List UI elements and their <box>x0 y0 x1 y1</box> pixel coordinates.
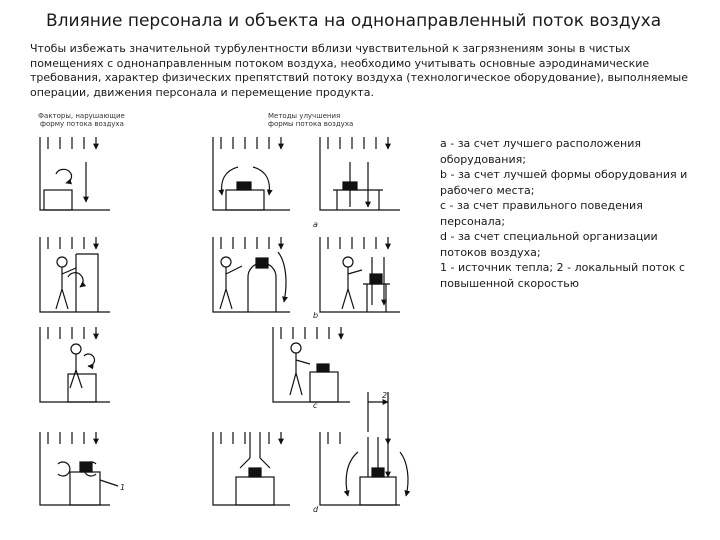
col-right-header-line1: Методы улучшения <box>268 112 340 120</box>
col-right-header-line2: формы потока воздуха <box>268 120 353 128</box>
row-d-left-panel <box>39 432 119 506</box>
legend-line: рабочего места; <box>440 183 535 197</box>
legend: a - за счет лучшего расположения оборудо… <box>440 136 700 291</box>
row-b-center-panel <box>212 237 290 313</box>
col-left-header-line1: Факторы, нарушающие <box>38 112 125 120</box>
legend-line: c - за счет правильного поведения <box>440 199 643 212</box>
intro-paragraph: Чтобы избежать значительной турбулентнос… <box>30 42 688 99</box>
row-d-center-panel <box>212 432 290 506</box>
callout-1: 1 <box>120 483 125 492</box>
row-c-center-panel <box>272 327 350 403</box>
legend-line: a - за счет лучшего расположения <box>440 137 641 150</box>
row-a-right-panel <box>319 137 400 210</box>
airflow-diagram-svg: Факторы, нарушающие форму потока воздуха… <box>38 112 411 514</box>
page-title: Влияние персонала и объекта на однонапра… <box>46 11 662 31</box>
airflow-diagram: Факторы, нарушающие форму потока воздуха… <box>28 112 433 520</box>
row-letter-b: b <box>313 311 318 320</box>
row-c-left-panel <box>39 327 110 403</box>
callout-2: 2 <box>382 391 387 400</box>
row-letter-a: a <box>313 220 318 229</box>
legend-line: потоков воздуха; <box>440 245 541 259</box>
legend-line: повышенной скоростью <box>440 276 580 290</box>
row-d-right-panel <box>319 392 411 506</box>
col-left-header-line2: форму потока воздуха <box>40 120 124 128</box>
legend-line: персонала; <box>440 214 506 228</box>
row-letter-d: d <box>313 505 319 514</box>
row-b-right-panel <box>319 237 400 313</box>
row-a-left-panel <box>39 137 110 211</box>
legend-line: 1 - источник тепла; 2 - локальный поток … <box>440 261 686 274</box>
legend-line: b - за счет лучшей формы оборудования и <box>440 168 688 181</box>
legend-line: d - за счет специальной организации <box>440 230 658 243</box>
row-letter-c: c <box>313 401 318 410</box>
row-a-center-panel <box>212 137 290 211</box>
row-b-left-panel <box>39 237 110 313</box>
legend-line: оборудования; <box>440 152 526 166</box>
